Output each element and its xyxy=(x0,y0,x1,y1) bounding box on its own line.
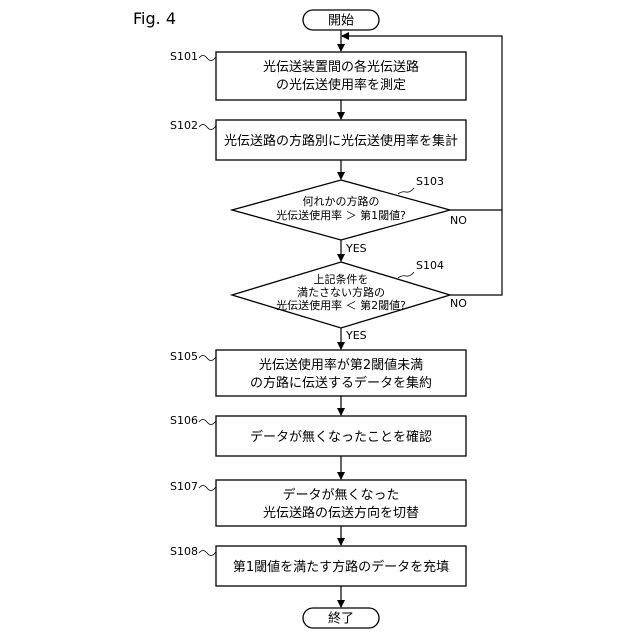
decision-text-s103-line2: 光伝送使用率 ＞ 第1閾値? xyxy=(276,208,406,222)
branch-yes-s104: YES xyxy=(345,329,367,342)
process-step-s108: S108 第1閾値を満たす方路のデータを充填 xyxy=(170,545,466,586)
step-text-s108: 第1閾値を満たす方路のデータを充填 xyxy=(233,559,449,575)
step-id-s101: S101 xyxy=(170,50,198,63)
figure-label: Fig. 4 xyxy=(133,9,176,28)
step-text-s107-line2: 光伝送路の伝送方向を切替 xyxy=(263,505,419,521)
step-text-s101-line1: 光伝送装置間の各光伝送路 xyxy=(263,59,419,75)
branch-no-s103: NO xyxy=(450,214,467,227)
process-step-s106: S106 データが無くなったことを確認 xyxy=(170,414,466,456)
process-step-s105: S105 光伝送使用率が第2閾値未満 の方路に伝送するデータを集約 xyxy=(170,350,466,396)
decision-text-s103-line1: 何れかの方路の xyxy=(303,194,380,208)
step-text-s105-line1: 光伝送使用率が第2閾値未満 xyxy=(259,357,423,373)
decision-text-s104-line3: 光伝送使用率 ＜ 第2閾値? xyxy=(276,298,406,312)
decision-text-s104-line2: 満たさない方路の xyxy=(297,285,385,299)
step-text-s107-line1: データが無くなった xyxy=(282,487,399,503)
process-step-s102: S102 光伝送路の方路別に光伝送使用率を集計 xyxy=(170,119,466,160)
leader-s103 xyxy=(398,188,414,194)
step-text-s102: 光伝送路の方路別に光伝送使用率を集計 xyxy=(224,133,458,149)
decision-text-s104-line1: 上記条件を xyxy=(314,272,369,286)
step-text-s101-line2: の光伝送使用率を測定 xyxy=(276,77,406,93)
start-terminal-label: 開始 xyxy=(328,14,354,29)
branch-yes-s103: YES xyxy=(345,242,367,255)
step-id-s107: S107 xyxy=(170,480,198,493)
leader-s104 xyxy=(398,272,414,278)
end-terminal: 終了 xyxy=(303,608,379,628)
decision-s103: 何れかの方路の 光伝送使用率 ＞ 第1閾値? S103 NO YES xyxy=(232,175,467,255)
step-id-s106: S106 xyxy=(170,414,198,427)
decision-s104: 上記条件を 満たさない方路の 光伝送使用率 ＜ 第2閾値? S104 NO YE… xyxy=(232,259,467,342)
step-id-s102: S102 xyxy=(170,119,198,132)
step-text-s106: データが無くなったことを確認 xyxy=(250,429,432,445)
step-id-s105: S105 xyxy=(170,350,198,363)
step-id-s108: S108 xyxy=(170,545,198,558)
step-id-s104: S104 xyxy=(416,259,444,272)
process-step-s101: S101 光伝送装置間の各光伝送路 の光伝送使用率を測定 xyxy=(170,50,466,100)
start-terminal: 開始 xyxy=(303,10,379,30)
branch-no-s104: NO xyxy=(450,297,467,310)
step-id-s103: S103 xyxy=(416,175,444,188)
process-step-s107: S107 データが無くなった 光伝送路の伝送方向を切替 xyxy=(170,480,466,526)
step-text-s105-line2: の方路に伝送するデータを集約 xyxy=(250,375,432,391)
end-terminal-label: 終了 xyxy=(328,611,354,627)
